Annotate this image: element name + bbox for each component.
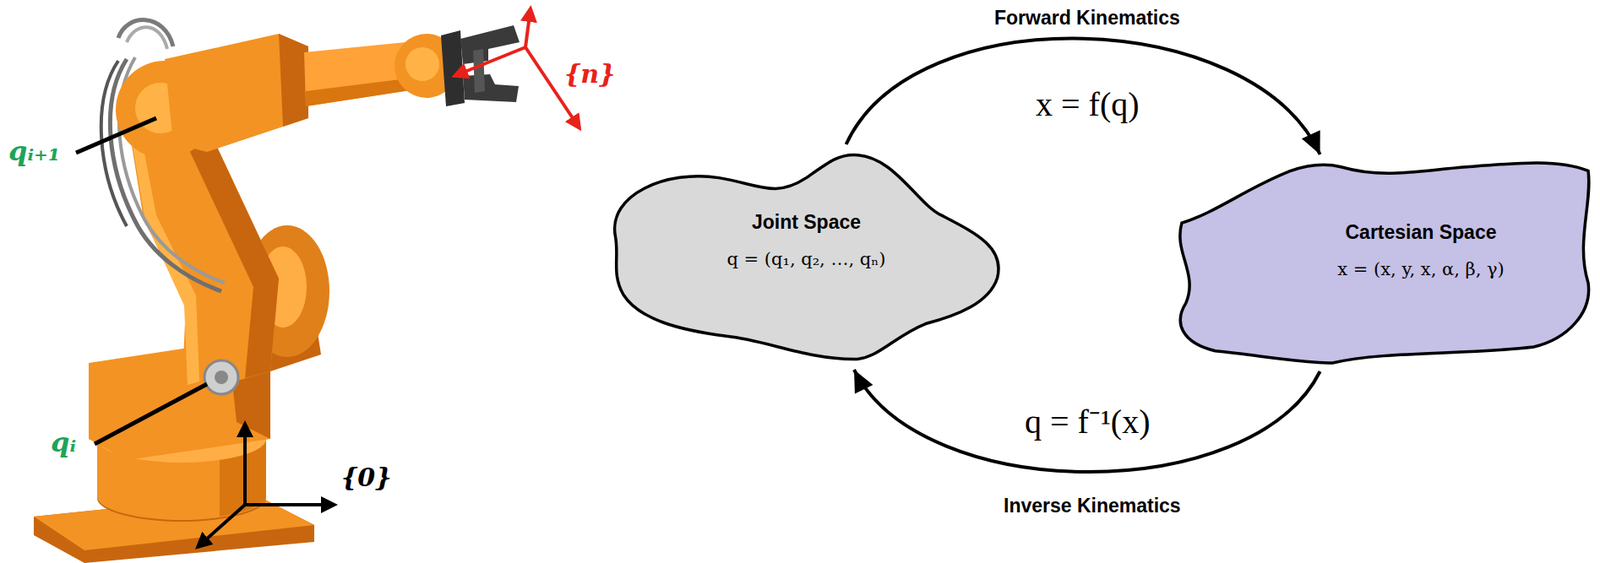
node-title: Joint Space (751, 211, 861, 235)
frame-label: {0} (341, 462, 392, 493)
arrow-caption: Forward Kinematics (994, 6, 1181, 30)
gripper-finger (460, 25, 520, 65)
blob-shape (1180, 163, 1590, 364)
frame-label: {n} (564, 59, 615, 89)
lower-arm-highlight (130, 126, 200, 386)
edge-formula: q = f⁻¹(x) (1024, 397, 1151, 444)
gripper-finger (462, 74, 519, 103)
joint-cap (204, 360, 239, 395)
frame-axis (454, 47, 526, 77)
node-formula: q = (q₁, q₂, …, qₙ) (726, 249, 886, 270)
leader-line (76, 118, 157, 153)
joint-label: qᵢ (50, 426, 77, 459)
forearm-housing (164, 33, 309, 153)
arrow-caption: Inverse Kinematics (1003, 495, 1181, 518)
space-blob: Cartesian Space x = (x, y, x, α, β, γ) (1173, 163, 1593, 364)
node-formula: x = (x, y, x, α, β, γ) (1337, 259, 1505, 280)
forward-arrow (846, 38, 1321, 155)
space-blob: Joint Space q = (q₁, q₂, …, qₙ) (607, 152, 1006, 362)
arrow-head (1301, 130, 1321, 155)
edge-formula: x = f(q) (1035, 84, 1140, 125)
node-title: Cartesian Space (1345, 221, 1497, 245)
joint-cap-center (214, 370, 229, 385)
inverse-arrow (854, 370, 1321, 473)
leader-line (94, 384, 207, 445)
forearm-shade (278, 33, 309, 127)
blob-shape (614, 154, 999, 360)
wrist-cap (405, 47, 440, 82)
frame-axis (197, 505, 245, 548)
cable-loop (126, 27, 168, 49)
frame-axis (525, 8, 531, 48)
frame-axis (243, 424, 247, 506)
arrow-head (854, 370, 873, 395)
joint-label: qᵢ₊₁ (8, 135, 60, 168)
gripper-detail (473, 48, 485, 93)
frame-axis (244, 503, 335, 507)
